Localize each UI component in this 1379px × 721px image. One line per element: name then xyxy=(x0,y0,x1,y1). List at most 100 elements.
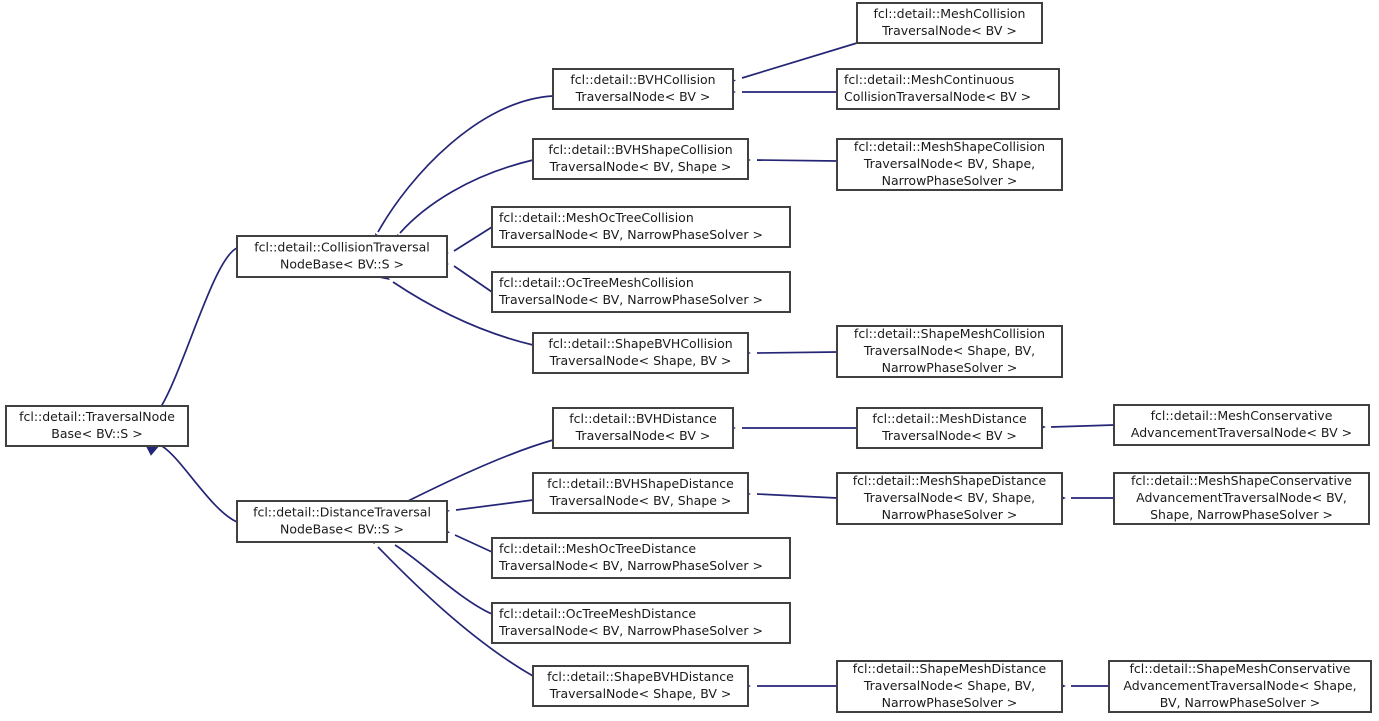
class-node-label-line: NarrowPhaseSolver > xyxy=(882,507,1018,522)
class-node-label-line: fcl::detail::ShapeBVHDistance xyxy=(547,669,734,684)
class-node-mesh-collision-traversal-node[interactable]: fcl::detail::MeshCollisionTraversalNode<… xyxy=(856,2,1043,44)
class-node-mesh-shape-conservative-advancement-traversal-node[interactable]: fcl::detail::MeshShapeConservativeAdvanc… xyxy=(1113,472,1370,525)
class-node-label-line: fcl::detail::MeshConservative xyxy=(1151,408,1333,423)
inheritance-edge xyxy=(145,444,238,523)
class-node-label-line: fcl::detail::MeshCollision xyxy=(874,6,1026,21)
class-node-box[interactable] xyxy=(836,472,1063,525)
class-node-mesh-octree-distance-traversal-node[interactable]: fcl::detail::MeshOcTreeDistanceTraversal… xyxy=(491,537,791,579)
class-node-label-line: BV, NarrowPhaseSolver > xyxy=(1160,695,1320,710)
class-node-label-line: TraversalNode< BV, Shape, xyxy=(863,156,1035,171)
inheritance-edge xyxy=(723,422,857,434)
class-node-bvh-shape-collision-traversal-node[interactable]: fcl::detail::BVHShapeCollisionTraversalN… xyxy=(532,138,749,180)
class-node-label-line: fcl::detail::BVHDistance xyxy=(569,411,717,426)
class-node-label-line: TraversalNode< BV > xyxy=(575,89,711,104)
class-node-label-line: TraversalNode< BV > xyxy=(881,23,1017,38)
edge-line xyxy=(149,247,238,421)
class-node-box[interactable] xyxy=(5,405,189,447)
class-node-mesh-shape-collision-traversal-node[interactable]: fcl::detail::MeshShapeCollisionTraversal… xyxy=(836,138,1063,191)
class-node-label-line: fcl::detail::ShapeMeshCollision xyxy=(854,326,1045,341)
class-node-shape-bvh-distance-traversal-node[interactable]: fcl::detail::ShapeBVHDistanceTraversalNo… xyxy=(532,665,749,707)
class-node-box[interactable] xyxy=(552,68,734,110)
inheritance-edge xyxy=(738,680,837,692)
class-node-box[interactable] xyxy=(491,206,791,248)
edge-line xyxy=(392,281,534,346)
edge-line xyxy=(741,42,858,79)
class-node-label-line: AdvancementTraversalNode< BV > xyxy=(1131,425,1352,440)
class-node-box[interactable] xyxy=(836,138,1063,191)
class-node-label-line: Base< BV::S > xyxy=(51,426,142,441)
edge-line xyxy=(394,544,493,615)
class-node-label-line: fcl::detail::CollisionTraversal xyxy=(254,240,430,255)
edge-line xyxy=(756,351,838,354)
class-node-box[interactable] xyxy=(532,138,749,180)
class-node-box[interactable] xyxy=(532,332,749,374)
class-node-label-line: CollisionTraversalNode< BV > xyxy=(844,89,1031,104)
class-node-label-line: TraversalNode< BV, NarrowPhaseSolver > xyxy=(498,623,763,638)
class-node-label-line: TraversalNode< BV, NarrowPhaseSolver > xyxy=(498,292,763,307)
edge-line xyxy=(1050,424,1115,428)
class-node-shape-mesh-collision-traversal-node[interactable]: fcl::detail::ShapeMeshCollisionTraversal… xyxy=(836,325,1063,378)
class-node-shape-bvh-collision-traversal-node[interactable]: fcl::detail::ShapeBVHCollisionTraversalN… xyxy=(532,332,749,374)
class-node-label-line: TraversalNode< BV, Shape > xyxy=(549,493,732,508)
edge-line xyxy=(453,265,493,293)
class-node-mesh-shape-distance-traversal-node[interactable]: fcl::detail::MeshShapeDistanceTraversalN… xyxy=(836,472,1063,525)
class-node-label-line: fcl::detail::DistanceTraversal xyxy=(253,505,431,520)
class-node-box[interactable] xyxy=(1113,404,1370,446)
class-node-mesh-octree-collision-traversal-node[interactable]: fcl::detail::MeshOcTreeCollisionTraversa… xyxy=(491,206,791,248)
class-node-label-line: NodeBase< BV::S > xyxy=(280,257,404,272)
class-node-box[interactable] xyxy=(1108,660,1372,713)
inheritance-edge xyxy=(135,247,238,421)
class-node-label-line: TraversalNode< Shape, BV > xyxy=(549,686,732,701)
class-node-box[interactable] xyxy=(856,407,1043,449)
edge-line xyxy=(399,439,554,506)
class-node-label-line: NarrowPhaseSolver > xyxy=(882,173,1018,188)
class-node-label-line: TraversalNode< BV, NarrowPhaseSolver > xyxy=(498,227,763,242)
class-node-box[interactable] xyxy=(836,68,1060,110)
inheritance-edge xyxy=(436,499,534,515)
class-node-label-line: fcl::detail::BVHShapeDistance xyxy=(547,476,734,491)
class-node-label-line: fcl::detail::TraversalNode xyxy=(19,409,175,424)
class-node-box[interactable] xyxy=(836,660,1063,713)
class-node-mesh-continuous-collision-traversal-node[interactable]: fcl::detail::MeshContinuousCollisionTrav… xyxy=(836,68,1060,110)
class-node-octree-mesh-distance-traversal-node[interactable]: fcl::detail::OcTreeMeshDistanceTraversal… xyxy=(491,602,791,644)
class-node-box[interactable] xyxy=(856,2,1043,44)
class-node-label-line: TraversalNode< BV, Shape, xyxy=(863,490,1035,505)
class-node-label-line: fcl::detail::MeshOcTreeDistance xyxy=(499,541,696,556)
edge-line xyxy=(756,159,838,162)
class-node-box[interactable] xyxy=(236,235,448,278)
class-node-octree-mesh-collision-traversal-node[interactable]: fcl::detail::OcTreeMeshCollisionTraversa… xyxy=(491,271,791,313)
class-node-mesh-distance-traversal-node[interactable]: fcl::detail::MeshDistanceTraversalNode< … xyxy=(856,407,1043,449)
class-node-box[interactable] xyxy=(1113,472,1370,525)
class-node-box[interactable] xyxy=(552,407,734,449)
class-node-bvh-collision-traversal-node[interactable]: fcl::detail::BVHCollisionTraversalNode< … xyxy=(552,68,734,110)
class-node-label-line: AdvancementTraversalNode< BV, xyxy=(1136,490,1347,505)
class-node-label-line: fcl::detail::ShapeMeshConservative xyxy=(1130,661,1351,676)
class-node-label-line: fcl::detail::MeshContinuous xyxy=(844,72,1014,87)
class-node-shape-mesh-conservative-advancement-traversal-node[interactable]: fcl::detail::ShapeMeshConservativeAdvanc… xyxy=(1108,660,1372,713)
class-node-label-line: TraversalNode< BV, Shape > xyxy=(549,159,732,174)
class-node-shape-mesh-distance-traversal-node[interactable]: fcl::detail::ShapeMeshDistanceTraversalN… xyxy=(836,660,1063,713)
class-node-box[interactable] xyxy=(532,665,749,707)
class-node-box[interactable] xyxy=(491,537,791,579)
class-node-box[interactable] xyxy=(236,500,448,543)
class-node-box[interactable] xyxy=(491,271,791,313)
edge-line xyxy=(377,546,534,677)
class-node-mesh-conservative-advancement-traversal-node[interactable]: fcl::detail::MeshConservativeAdvancement… xyxy=(1113,404,1370,446)
class-node-distance-traversal-node-base[interactable]: fcl::detail::DistanceTraversalNodeBase< … xyxy=(236,500,448,543)
class-node-label-line: TraversalNode< BV > xyxy=(881,428,1017,443)
class-node-collision-traversal-node-base[interactable]: fcl::detail::CollisionTraversalNodeBase<… xyxy=(236,235,448,278)
edge-line xyxy=(454,534,493,553)
class-node-box[interactable] xyxy=(491,602,791,644)
class-node-box[interactable] xyxy=(836,325,1063,378)
inheritance-edge xyxy=(738,154,838,166)
class-node-label-line: fcl::detail::OcTreeMeshDistance xyxy=(499,606,696,621)
class-node-bvh-shape-distance-traversal-node[interactable]: fcl::detail::BVHShapeDistanceTraversalNo… xyxy=(532,472,749,514)
class-node-label-line: fcl::detail::MeshShapeDistance xyxy=(853,473,1047,488)
class-node-box[interactable] xyxy=(532,472,749,514)
edge-line xyxy=(756,493,838,499)
class-node-label-line: fcl::detail::BVHShapeCollision xyxy=(548,142,732,157)
